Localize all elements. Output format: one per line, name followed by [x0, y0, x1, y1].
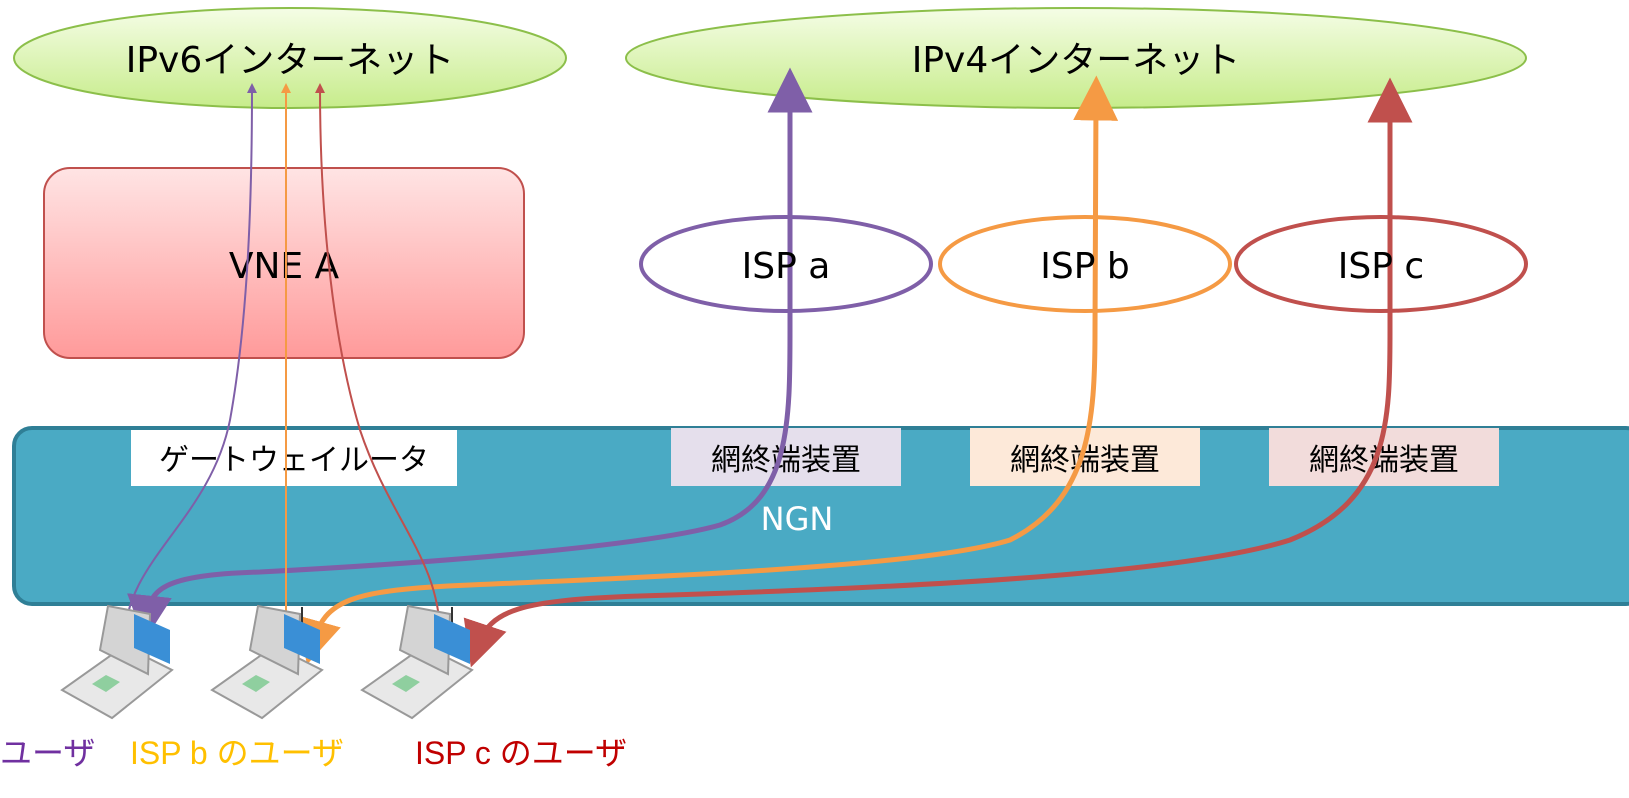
isp-a-label: ISP a [742, 246, 831, 287]
ngn-label: NGN [761, 500, 834, 538]
network-terminal-c-label: 網終端装置 [1309, 443, 1459, 478]
isp-c-label: ISP c [1338, 246, 1424, 287]
user-a-label: ユーザ [0, 735, 95, 771]
laptop-icon [210, 604, 324, 720]
ipv6-internet-label: IPv6インターネット [126, 40, 455, 81]
user-c-label: ISP c のユーザ [415, 735, 627, 771]
laptop-icon [360, 604, 474, 720]
isp-b-label: ISP b [1040, 246, 1129, 287]
ipv4-internet-label: IPv4インターネット [912, 40, 1241, 81]
laptop-icon [60, 604, 174, 720]
network-terminal-a-label: 網終端装置 [711, 443, 861, 478]
ipv6-flow-red [315, 83, 445, 641]
ipv4-flow-red [463, 77, 1413, 668]
ipv6-flow-purple [120, 83, 257, 643]
gateway-router-label: ゲートウェイルータ [159, 443, 429, 478]
user-b-label: ISP b のユーザ [130, 735, 344, 771]
